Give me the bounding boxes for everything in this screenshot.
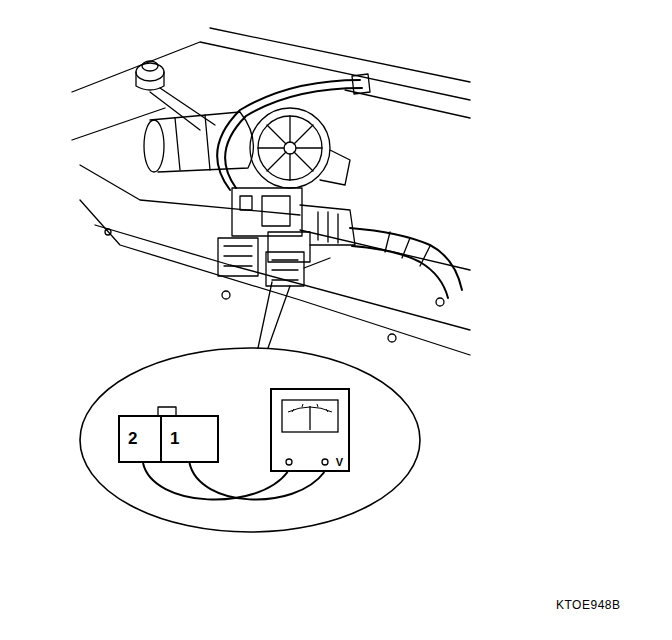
- meter-unit: V: [336, 456, 343, 468]
- figure-code: KTOE948B: [556, 598, 620, 612]
- voltmeter: V: [270, 388, 350, 472]
- probe-lead: [143, 463, 288, 500]
- pin-number: 1: [162, 417, 217, 449]
- connector-pin-cell: 1: [160, 415, 219, 463]
